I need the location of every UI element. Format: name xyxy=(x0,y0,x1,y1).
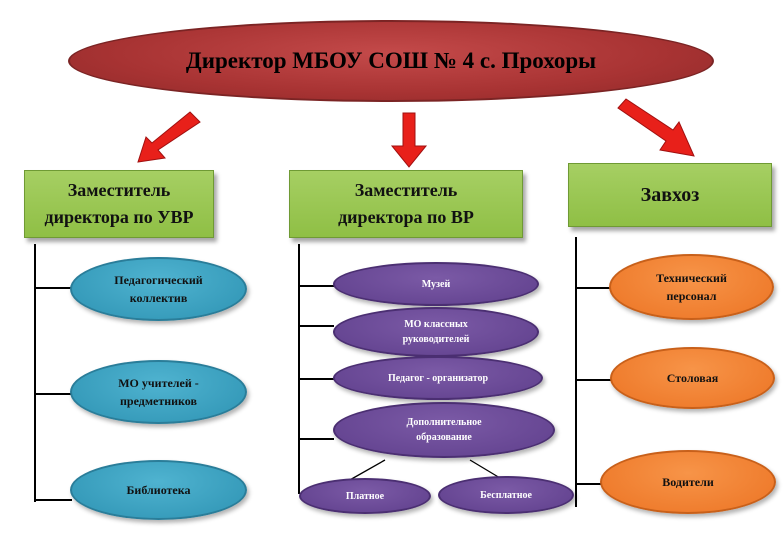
zavkhoz-connector-2 xyxy=(575,379,611,381)
zavkhoz-unit-label: Технический персонал xyxy=(656,271,727,303)
arrow-to-vr xyxy=(390,112,428,168)
zavkhoz-connector-3 xyxy=(575,483,603,485)
dop-unit-label: Бесплатное xyxy=(480,489,532,501)
vr-unit-label: МО классных руководителей xyxy=(402,319,470,345)
deputy-uvr-box: Заместитель директора по УВР xyxy=(24,170,214,238)
zavkhoz-unit-label: Столовая xyxy=(666,371,719,385)
director-title: Директор МБОУ СОШ № 4 с. Прохоры xyxy=(185,48,597,73)
deputy-vr-label: Заместитель директора по ВР xyxy=(338,180,474,227)
zavkhoz-connector-1 xyxy=(575,287,611,289)
uvr-trunk-line xyxy=(34,244,36,502)
arrow-to-uvr xyxy=(137,111,201,163)
zavkhoz-unit-label: Водители xyxy=(662,475,714,489)
uvr-unit-pedagogical-staff: Педагогический коллектив xyxy=(70,257,247,321)
dop-unit-paid: Платное xyxy=(299,478,431,514)
vr-connector-3 xyxy=(298,378,334,380)
deputy-uvr-label: Заместитель директора по УВР xyxy=(44,180,194,227)
vr-unit-label: Дополнительное образование xyxy=(406,417,482,443)
vr-trunk-line xyxy=(298,244,300,494)
dop-line-free xyxy=(469,459,501,479)
zavkhoz-unit-canteen: Столовая xyxy=(610,347,775,409)
zavkhoz-unit-tech-staff: Технический персонал xyxy=(609,254,774,320)
vr-connector-2 xyxy=(298,325,334,327)
zavkhoz-unit-drivers: Водители xyxy=(600,450,776,514)
dop-unit-free: Бесплатное xyxy=(438,476,574,514)
zavkhoz-label: Завхоз xyxy=(640,183,700,206)
vr-unit-label: Музей xyxy=(421,278,451,290)
dop-unit-label: Платное xyxy=(345,490,385,502)
vr-unit-mo-class-leaders: МО классных руководителей xyxy=(333,307,539,357)
vr-unit-pedagogue-organizer: Педагог - организатор xyxy=(333,356,543,400)
uvr-unit-mo-teachers: МО учителей - предметников xyxy=(70,360,247,424)
uvr-unit-label: Библиотека xyxy=(126,483,191,497)
uvr-connector-1 xyxy=(34,287,72,289)
vr-unit-additional-education: Дополнительное образование xyxy=(333,402,555,458)
zavkhoz-box: Завхоз xyxy=(568,163,772,227)
uvr-unit-label: МО учителей - предметников xyxy=(118,376,199,408)
vr-connector-4 xyxy=(298,438,334,440)
director-node: Директор МБОУ СОШ № 4 с. Прохоры xyxy=(68,20,714,102)
arrow-to-zavkhoz xyxy=(617,98,695,157)
deputy-vr-box: Заместитель директора по ВР xyxy=(289,170,523,238)
vr-unit-museum: Музей xyxy=(333,262,539,306)
vr-connector-1 xyxy=(298,285,334,287)
vr-unit-label: Педагог - организатор xyxy=(387,372,489,384)
uvr-connector-2 xyxy=(34,393,72,395)
uvr-connector-3 xyxy=(34,499,72,501)
uvr-unit-library: Библиотека xyxy=(70,460,247,520)
zavkhoz-trunk-line xyxy=(575,237,577,507)
uvr-unit-label: Педагогический коллектив xyxy=(114,273,203,305)
